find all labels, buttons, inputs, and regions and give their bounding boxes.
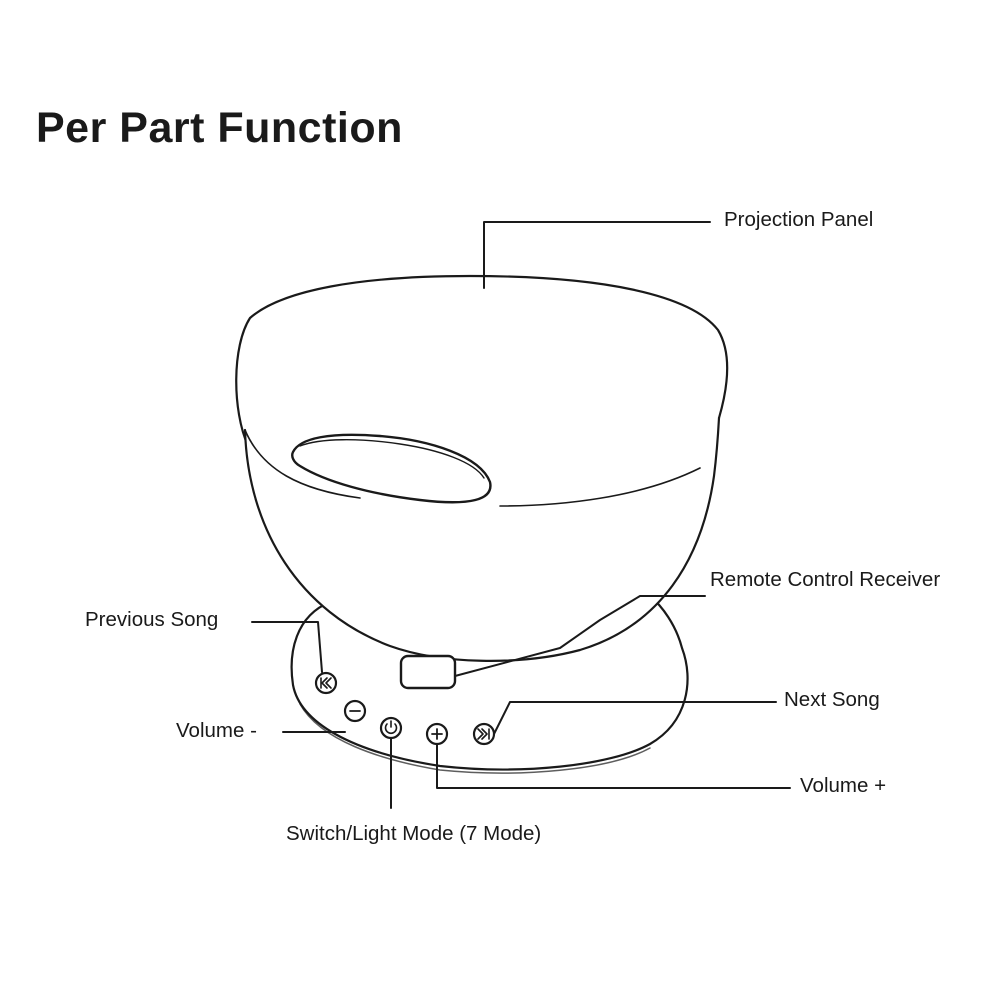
label-projection-panel: Projection Panel: [724, 208, 874, 231]
volume-down-button[interactable]: [343, 699, 367, 723]
plus-icon: [431, 728, 443, 740]
leader-volume-up: [436, 743, 791, 789]
leader-lines: [251, 221, 791, 809]
leader-remote-receiver: [454, 595, 706, 677]
previous-track-icon: [320, 677, 332, 689]
label-volume-down: Volume -: [176, 719, 257, 742]
label-next-song: Next Song: [784, 688, 880, 711]
leader-projection-panel: [483, 221, 711, 289]
label-previous-song: Previous Song: [85, 608, 219, 631]
bowl-body: [235, 274, 729, 662]
label-remote-control-receiver: Remote Control Receiver: [710, 568, 941, 591]
label-volume-up: Volume +: [800, 774, 887, 797]
leader-previous-song: [251, 621, 323, 673]
next-track-icon: [477, 728, 490, 740]
volume-up-button[interactable]: [425, 722, 449, 746]
remote-receiver-window: [399, 654, 457, 690]
next-song-button[interactable]: [472, 722, 496, 746]
power-icon: [384, 720, 398, 735]
base-disc: [290, 594, 689, 774]
label-switch-light-mode: Switch/Light Mode (7 Mode): [286, 822, 542, 845]
page-title: Per Part Function: [36, 104, 403, 152]
previous-song-button[interactable]: [314, 671, 338, 695]
leader-next-song: [493, 701, 777, 735]
power-button[interactable]: [379, 716, 403, 740]
